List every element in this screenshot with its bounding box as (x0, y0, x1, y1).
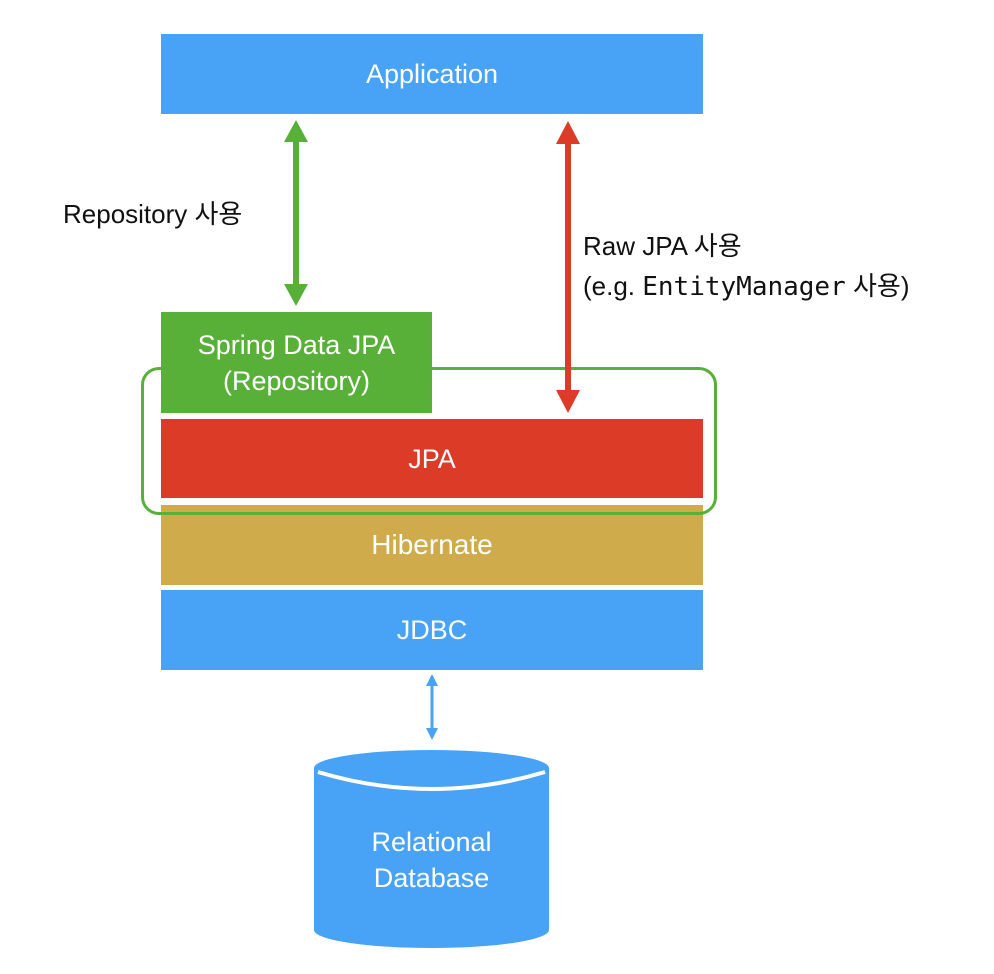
database-label-line2: Database (373, 863, 490, 893)
jdbc-label: JDBC (396, 615, 468, 645)
jdbc-database-arrow (426, 674, 438, 740)
jpa-layer: JPA (161, 419, 703, 498)
cylinder-top-rim (317, 770, 546, 791)
raw-jpa-usage-label: Raw JPA 사용 (e.g. EntityManager 사용) (583, 226, 909, 307)
application-layer: Application (161, 34, 703, 114)
hibernate-layer: Hibernate (161, 505, 703, 585)
raw-jpa-label-suffix: 사용) (845, 271, 910, 301)
cylinder-body (314, 768, 549, 930)
raw-jpa-arrow-head-up (556, 121, 580, 144)
cylinder-top (314, 750, 549, 786)
raw-jpa-label-line1: Raw JPA 사용 (583, 231, 742, 261)
repository-usage-label: Repository 사용 (63, 199, 243, 229)
entity-manager-code: EntityManager (642, 272, 846, 302)
hibernate-label: Hibernate (371, 529, 493, 560)
raw-jpa-label-line2: (e.g. EntityManager 사용) (583, 266, 909, 307)
spring-data-jpa-outline (141, 367, 717, 515)
cylinder-bottom (314, 912, 549, 948)
jdbc-database-arrow-head-down (426, 728, 438, 740)
spring-data-jpa-layer: Spring Data JPA (Repository) (161, 312, 432, 413)
spring-data-label-line1: Spring Data JPA (197, 329, 396, 360)
raw-jpa-arrow (556, 121, 580, 413)
jdbc-database-arrow-head-up (426, 674, 438, 686)
raw-jpa-arrow-head-down (556, 390, 580, 413)
jdbc-layer: JDBC (161, 590, 703, 670)
database-label-line1: Relational (371, 827, 492, 857)
repository-arrow-head-down (284, 284, 308, 306)
jpa-label: JPA (408, 443, 456, 474)
raw-jpa-label-prefix: (e.g. (583, 271, 643, 301)
database-label: Relational Database (314, 800, 549, 920)
repository-arrow-head-up (284, 120, 308, 142)
application-label: Application (365, 59, 499, 89)
repository-arrow (284, 120, 308, 306)
database-cylinder (314, 750, 549, 948)
spring-data-label-line2: (Repository) (222, 365, 371, 396)
